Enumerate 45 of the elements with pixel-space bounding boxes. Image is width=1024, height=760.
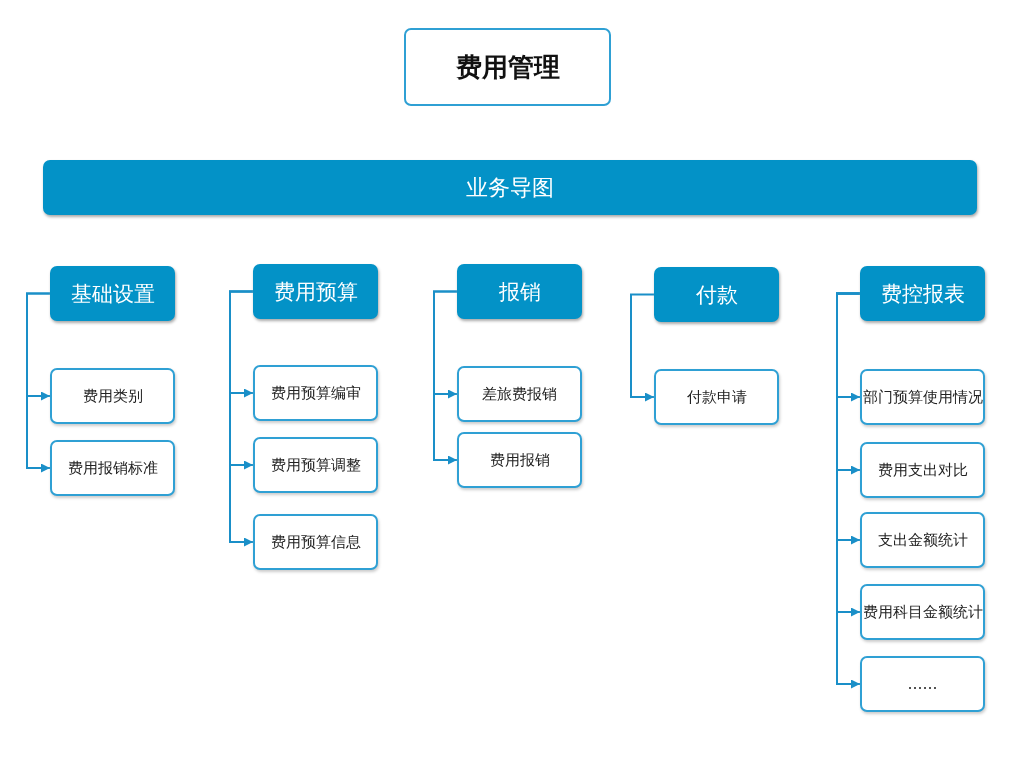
item-box xyxy=(253,514,378,570)
connector-arrow xyxy=(229,290,254,547)
item-box xyxy=(654,369,779,425)
node-label: 支出金额统计 xyxy=(877,530,968,550)
node-label: 费用报销 xyxy=(489,450,550,470)
node-label: 费用预算信息 xyxy=(270,532,361,552)
item-box xyxy=(860,512,985,568)
category-box xyxy=(50,266,175,321)
item-box xyxy=(253,365,378,421)
item-box xyxy=(50,368,175,424)
item-box xyxy=(860,442,985,498)
item-box xyxy=(860,584,985,640)
connector-arrow xyxy=(630,293,655,402)
node-label: …… xyxy=(907,675,938,693)
connector-arrow xyxy=(26,292,51,473)
banner-bar xyxy=(43,160,977,215)
item-box xyxy=(50,440,175,496)
item-box xyxy=(860,369,985,425)
node-label: 费用管理 xyxy=(455,50,560,84)
node-label: 费用类别 xyxy=(82,386,143,406)
item-box xyxy=(253,437,378,493)
node-label: 基础设置 xyxy=(70,280,155,308)
node-label: 费用支出对比 xyxy=(877,460,968,480)
node-label: 业务导图 xyxy=(466,173,554,202)
item-box xyxy=(457,432,582,488)
category-box xyxy=(457,264,582,319)
item-box xyxy=(457,366,582,422)
node-label: 部门预算使用情况 xyxy=(862,387,983,407)
node-label: 付款申请 xyxy=(686,387,747,407)
connector-arrow xyxy=(836,292,861,689)
node-label: 费用科目金额统计 xyxy=(862,602,983,622)
node-label: 费控报表 xyxy=(880,280,965,308)
category-box xyxy=(253,264,378,319)
node-label: 费用预算调整 xyxy=(270,455,361,475)
node-label: 报销 xyxy=(498,278,541,306)
node-label: 费用预算编审 xyxy=(270,383,361,403)
category-box xyxy=(654,267,779,322)
title-box xyxy=(404,28,611,106)
node-label: 费用预算 xyxy=(273,278,358,306)
item-box xyxy=(860,656,985,712)
connector-arrow xyxy=(433,290,458,465)
node-label: 付款 xyxy=(695,281,738,309)
category-box xyxy=(860,266,985,321)
node-label: 差旅费报销 xyxy=(482,384,557,404)
node-label: 费用报销标准 xyxy=(67,458,158,478)
